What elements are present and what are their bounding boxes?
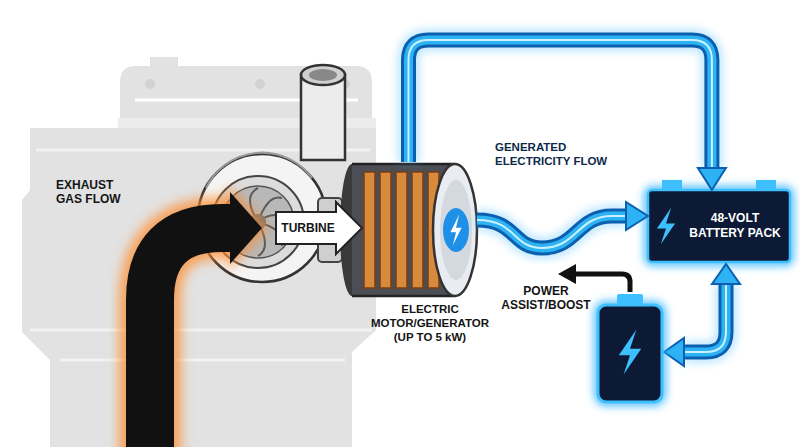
battery-glow [598, 305, 662, 402]
engine-block [22, 128, 376, 447]
component-label: ELECTRIC MOTOR/GENERATOR (UP TO 5 kW) [365, 302, 495, 344]
flow-line [477, 216, 626, 248]
flow-arrowhead [626, 202, 648, 230]
flow-line [409, 40, 712, 168]
flow-glow [684, 284, 726, 352]
engine-line [60, 359, 345, 362]
flow-label: EXHAUST GAS FLOW [56, 178, 136, 206]
flow-line [684, 284, 726, 352]
flow-line [409, 40, 712, 168]
turbine-arrow [276, 202, 362, 254]
bolt-badge [443, 208, 469, 252]
battery-pack: 48-VOLT BATTERY PACK [648, 190, 790, 262]
motor-generator: ELECTRIC MOTOR/GENERATOR (UP TO 5 kW) [340, 162, 477, 298]
battery-label: 48-VOLT BATTERY PACK [684, 211, 786, 241]
motor-face-ring [440, 180, 472, 280]
copper-coil [412, 172, 423, 288]
flow-line [477, 216, 626, 248]
flow-line [409, 40, 712, 168]
engine-line [30, 329, 372, 332]
exhaust-arrow [150, 228, 232, 447]
flow-label: GENERATED ELECTRICITY FLOW [495, 140, 620, 168]
engine-bolt [145, 79, 155, 89]
copper-coil [364, 172, 375, 288]
flow-glow [477, 216, 626, 248]
battery-glow [648, 190, 790, 262]
battery-terminal [662, 180, 682, 190]
turbo-pipe-end [301, 65, 345, 85]
flow-label: POWER ASSIST/BOOST [500, 284, 592, 312]
small-battery [598, 305, 662, 402]
flow-arrowhead [664, 338, 684, 366]
battery-body [648, 190, 790, 262]
turbo-pipe-bore [309, 69, 337, 81]
boost-arrow [574, 274, 630, 292]
part-label: TURBINE [278, 221, 338, 235]
battery-terminal [756, 180, 776, 190]
bolt-icon [450, 215, 461, 246]
bolt-icon [657, 208, 675, 244]
engine-bolt [255, 79, 265, 89]
flow-line [684, 284, 726, 352]
bolt-icon [619, 330, 641, 375]
turbo-pipe [301, 75, 345, 160]
flow-arrowhead [712, 264, 740, 284]
exhaust-arrowhead [230, 192, 262, 264]
exhaust-glow [228, 186, 268, 270]
flow-line [684, 284, 726, 352]
flow-line [477, 216, 626, 248]
flow-glow [409, 40, 712, 168]
motor-face [433, 164, 477, 296]
copper-coil [380, 172, 391, 288]
electricity-flow [477, 202, 648, 248]
exhaust-glow [150, 228, 232, 447]
flow-arrowhead [698, 168, 726, 190]
boost-arrowhead [558, 264, 576, 284]
copper-coil [396, 172, 407, 288]
electricity-flow [409, 40, 726, 190]
